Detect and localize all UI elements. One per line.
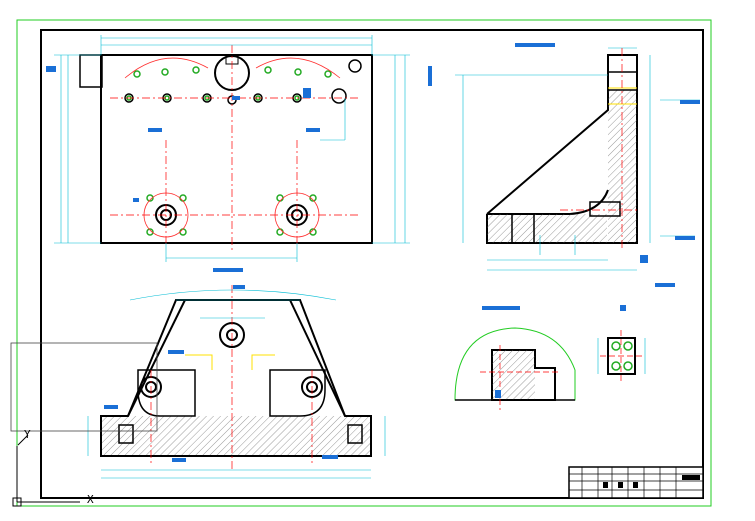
- top-view-plate: [100, 54, 373, 244]
- ucs-x-label: X: [87, 493, 94, 506]
- outer-frame: [16, 19, 712, 507]
- side-view[interactable]: [455, 43, 700, 287]
- top-view-boss: [79, 54, 103, 88]
- small-part-view[interactable]: [597, 305, 646, 382]
- top-view[interactable]: [46, 35, 432, 272]
- ucs-y-label: Y: [24, 428, 31, 441]
- ucs-icon: [10, 342, 158, 507]
- drawing-border: [40, 29, 704, 499]
- title-block[interactable]: [568, 466, 704, 499]
- detail-view[interactable]: [454, 306, 576, 410]
- front-view[interactable]: [87, 285, 386, 479]
